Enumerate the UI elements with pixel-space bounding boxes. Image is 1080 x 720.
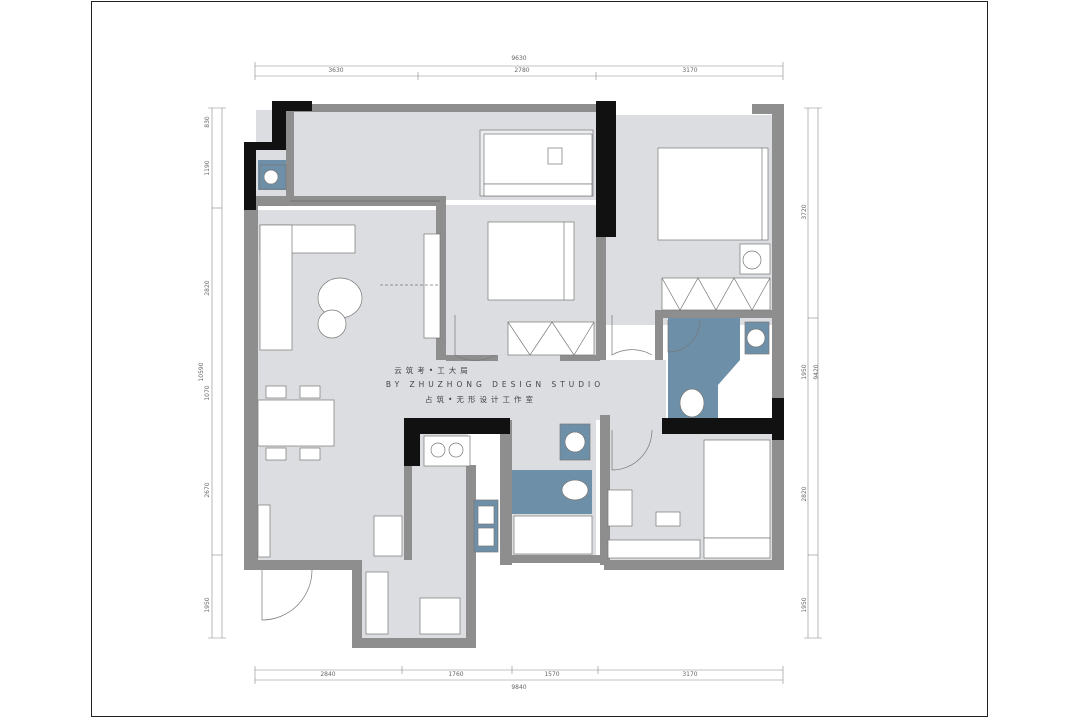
common-toilet: [561, 479, 589, 501]
third-bedroom-desk: [607, 489, 633, 527]
dim-right-total: 9420: [813, 364, 820, 379]
storage-unit: [419, 597, 461, 635]
dining-chair: [299, 385, 321, 399]
watermark-line-1: 云筑考•工大局: [394, 365, 471, 375]
master-wardrobe: [661, 277, 771, 311]
dim-left-3: 2820: [204, 280, 211, 295]
dining-chair: [265, 385, 287, 399]
dim-right-4: 1950: [801, 597, 808, 612]
dim-left-2: 1190: [204, 160, 211, 175]
dining-chair: [265, 447, 287, 461]
master-toilet: [679, 388, 705, 418]
storage-shelf: [483, 183, 593, 197]
master-wardrobe-hatch: [661, 277, 771, 311]
dim-left-5: 2670: [204, 482, 211, 497]
master-basin: [746, 328, 766, 348]
dim-top-1: 3630: [328, 67, 343, 74]
third-bedroom-bed: [703, 439, 771, 539]
watermark: 云筑考•工大局 BY ZHUZHONG DESIGN STUDIO 占筑•无形设…: [386, 365, 604, 404]
wardrobe-hatch: [507, 321, 595, 356]
doors: [261, 284, 701, 621]
dining-table: [257, 399, 335, 447]
bathtub: [513, 515, 593, 555]
dim-right-3: 2820: [801, 486, 808, 501]
tv-cabinet: [423, 233, 441, 339]
dim-right-1: 3720: [801, 204, 808, 219]
master-bed: [657, 147, 769, 241]
desk: [483, 133, 593, 185]
coffee-table-small: [317, 309, 347, 339]
dim-bottom-1: 2840: [320, 671, 335, 678]
third-bedroom-storage: [703, 537, 771, 559]
chair: [547, 147, 563, 165]
master-bathroom-door: [667, 319, 701, 353]
sofa-side: [259, 224, 293, 351]
entry-cabinet: [257, 504, 271, 558]
lamp: [742, 250, 762, 270]
washing-machine-drum: [263, 169, 279, 185]
burner: [448, 442, 464, 458]
dim-right-2: 1950: [801, 364, 808, 379]
common-basin: [564, 431, 586, 453]
second-bedroom-bed: [487, 221, 575, 301]
dimension-lines: [208, 62, 822, 684]
entrance-door: [261, 569, 313, 621]
furniture: [257, 129, 771, 635]
dim-top-2: 2780: [514, 67, 529, 74]
dim-bottom-3: 1570: [544, 671, 559, 678]
dim-top-total: 9630: [511, 55, 526, 62]
dim-bottom-4: 3170: [682, 671, 697, 678]
walls-black: [244, 101, 784, 466]
dining-chair: [299, 447, 321, 461]
second-bedroom-wardrobe: [507, 321, 595, 356]
second-bedroom-door: [454, 315, 496, 361]
third-bedroom-door: [611, 429, 653, 471]
dim-bottom-2: 1760: [448, 671, 463, 678]
watermark-line-3: 占筑•无形设计工作室: [425, 394, 537, 404]
burner: [430, 442, 446, 458]
fridge: [373, 515, 403, 557]
sink-basin: [477, 505, 495, 525]
dim-left-1: 830: [204, 116, 211, 128]
dim-left-4: 1070: [204, 385, 211, 400]
watermark-line-2: BY ZHUZHONG DESIGN STUDIO: [386, 380, 604, 389]
dim-left-6: 1950: [204, 597, 211, 612]
dim-top-3: 3170: [682, 67, 697, 74]
sink-basin: [477, 527, 495, 547]
third-bedroom-chair: [655, 511, 681, 527]
dim-left-total: 10590: [198, 362, 205, 381]
master-bedroom-door: [611, 315, 653, 356]
dimension-labels: 9630 3630 2780 3170 9840 2840 1760 1570 …: [198, 55, 820, 691]
utility-cabinet: [365, 571, 389, 635]
third-bedroom-wardrobe: [607, 539, 701, 559]
dim-bottom-total: 9840: [511, 684, 526, 691]
